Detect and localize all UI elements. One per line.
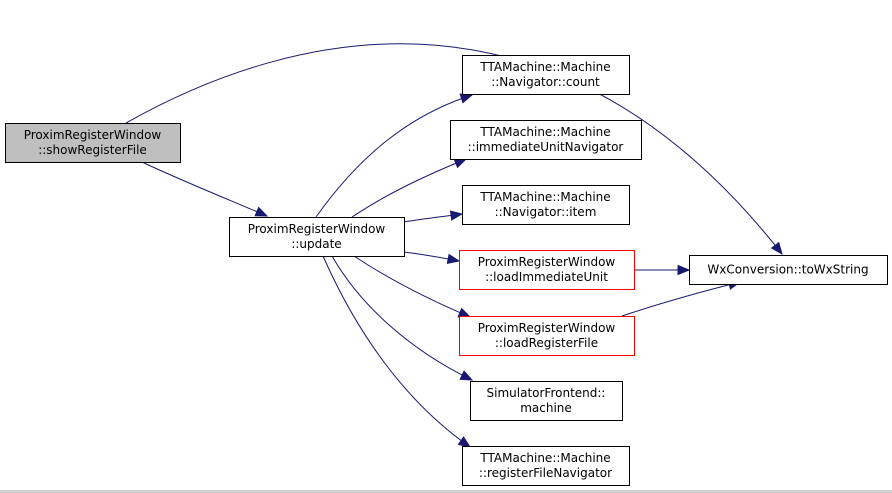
- node-label-line: ::loadImmediateUnit: [485, 270, 608, 284]
- edge-update-to-immediate-unit-navigator: [351, 158, 468, 218]
- node-label-line: ::Navigator::count: [491, 75, 600, 89]
- node-box: [5, 123, 181, 163]
- arrowhead: [449, 210, 464, 221]
- node-load-register-file[interactable]: ProximRegisterWindow::loadRegisterFile: [459, 316, 635, 356]
- arrowhead: [677, 264, 691, 276]
- edge-update-to-navigator-count: [315, 93, 474, 218]
- node-box: [462, 446, 630, 486]
- arrowhead: [770, 241, 783, 256]
- edge-line: [621, 281, 741, 317]
- arrowhead: [459, 93, 474, 104]
- node-label-line: ProximRegisterWindow: [478, 255, 616, 269]
- node-label-line: ::immediateUnitNavigator: [468, 140, 624, 154]
- node-label-line: TTAMachine::Machine: [479, 60, 610, 74]
- node-label-line: ProximRegisterWindow: [24, 128, 162, 142]
- node-label-line: SimulatorFrontend::: [487, 386, 606, 400]
- edge-line: [141, 161, 268, 217]
- edge-line: [351, 158, 467, 218]
- node-register-file-navigator[interactable]: TTAMachine::Machine::registerFileNavigat…: [462, 446, 630, 486]
- edge-update-to-simulator-frontend-machine: [331, 255, 474, 381]
- node-label-line: TTAMachine::Machine: [479, 451, 610, 465]
- edge-load-immediate-unit-to-to-wx-string: [634, 264, 691, 276]
- edge-line: [315, 94, 473, 218]
- node-label-line: ::showRegisterFile: [38, 143, 147, 157]
- arrowhead: [457, 307, 472, 318]
- node-label-line: machine: [520, 401, 572, 415]
- node-label-line: ProximRegisterWindow: [248, 222, 386, 236]
- edge-update-to-navigator-item: [403, 210, 464, 223]
- node-to-wx-string[interactable]: WxConversion::toWxString: [689, 255, 888, 285]
- arrowhead: [453, 158, 468, 169]
- node-label-line: WxConversion::toWxString: [707, 263, 868, 277]
- node-label-line: ::Navigator::item: [495, 205, 597, 219]
- node-box: [462, 55, 630, 95]
- node-simulator-frontend-machine[interactable]: SimulatorFrontend::machine: [470, 381, 623, 421]
- edge-line: [125, 43, 783, 255]
- node-update[interactable]: ProximRegisterWindow::update: [229, 217, 405, 257]
- node-label-line: TTAMachine::Machine: [479, 190, 610, 204]
- edge-load-register-file-to-to-wx-string: [621, 279, 742, 317]
- node-label-line: ::registerFileNavigator: [479, 466, 612, 480]
- node-show-register-file[interactable]: ProximRegisterWindow::showRegisterFile: [5, 123, 181, 163]
- node-box: [462, 185, 630, 225]
- arrowhead: [457, 436, 472, 448]
- node-box: [450, 120, 642, 160]
- node-box: [459, 250, 635, 290]
- edge-show-register-file-to-to-wx-string: [125, 43, 783, 256]
- node-label-line: ::loadRegisterFile: [495, 336, 598, 350]
- edge-update-to-load-register-file: [353, 255, 472, 318]
- node-box: [470, 381, 623, 421]
- node-load-immediate-unit[interactable]: ProximRegisterWindow::loadImmediateUnit: [459, 250, 635, 290]
- node-box: [229, 217, 405, 257]
- edges-layer: [125, 43, 783, 448]
- edge-line: [322, 255, 471, 448]
- edge-line: [353, 255, 471, 318]
- edge-line: [331, 255, 473, 381]
- edge-update-to-load-immediate-unit: [403, 251, 461, 265]
- edge-show-register-file-to-update: [141, 161, 269, 217]
- arrowhead: [446, 253, 461, 265]
- node-label-line: TTAMachine::Machine: [479, 125, 610, 139]
- node-label-line: ProximRegisterWindow: [478, 321, 616, 335]
- node-box: [689, 255, 888, 285]
- arrowhead: [459, 370, 474, 381]
- arrowhead: [254, 206, 269, 217]
- nodes-layer: ProximRegisterWindow::showRegisterFilePr…: [5, 55, 888, 486]
- node-navigator-item[interactable]: TTAMachine::Machine::Navigator::item: [462, 185, 630, 225]
- node-immediate-unit-navigator[interactable]: TTAMachine::Machine::immediateUnitNaviga…: [450, 120, 642, 160]
- node-label-line: ::update: [291, 237, 341, 251]
- node-box: [459, 316, 635, 356]
- node-navigator-count[interactable]: TTAMachine::Machine::Navigator::count: [462, 55, 630, 95]
- bottom-rule: [0, 490, 892, 493]
- edge-update-to-register-file-navigator: [322, 255, 472, 448]
